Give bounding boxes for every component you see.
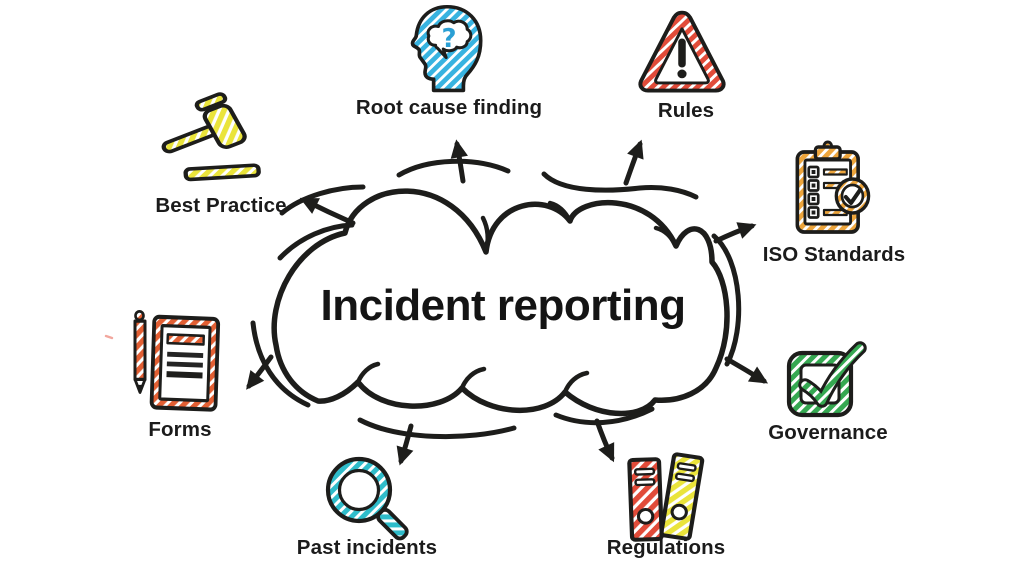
cloud-shape bbox=[271, 188, 730, 417]
arrow-to-root-cause bbox=[450, 139, 468, 184]
check-circle bbox=[834, 177, 871, 215]
thought-bubble bbox=[426, 19, 473, 60]
question-mark-glyph: ? bbox=[441, 24, 456, 54]
stray-sketch-mark bbox=[104, 334, 114, 340]
warning-triangle-icon bbox=[638, 10, 726, 93]
label-forms: Forms bbox=[148, 418, 212, 441]
label-regulations: Regulations bbox=[606, 536, 726, 559]
branch-arrows bbox=[246, 139, 769, 466]
cloud-echo-strokes bbox=[250, 158, 742, 440]
label-rules: Rules bbox=[657, 99, 715, 122]
clipboard-checklist-icon bbox=[795, 140, 871, 234]
magnifying-glass-icon bbox=[325, 456, 409, 541]
label-past-incidents: Past incidents bbox=[296, 536, 438, 559]
arrow-to-best-practice bbox=[299, 197, 356, 226]
checkbox-tick-icon bbox=[786, 341, 867, 418]
pencil bbox=[133, 309, 147, 394]
ring-binders-icon bbox=[627, 452, 705, 542]
document-pencil-icon bbox=[133, 309, 221, 412]
central-topic-label: Incident reporting bbox=[320, 281, 687, 330]
arrow-to-iso-standards bbox=[713, 222, 757, 244]
head-question-icon: ? bbox=[410, 4, 483, 93]
central-cloud bbox=[250, 158, 742, 440]
label-governance: Governance bbox=[768, 421, 888, 444]
label-iso-standards: ISO Standards bbox=[762, 243, 906, 266]
cloud-sketch-curls bbox=[355, 200, 679, 395]
arrow-to-regulations bbox=[594, 418, 615, 463]
arrow-to-past-incidents bbox=[396, 423, 414, 466]
arrow-to-rules bbox=[623, 139, 644, 186]
arrow-to-governance bbox=[724, 356, 769, 384]
label-root-cause-finding: Root cause finding bbox=[355, 96, 543, 119]
gavel-icon bbox=[161, 92, 261, 182]
arrow-to-forms bbox=[246, 354, 274, 390]
label-best-practice: Best Practice bbox=[155, 194, 287, 217]
